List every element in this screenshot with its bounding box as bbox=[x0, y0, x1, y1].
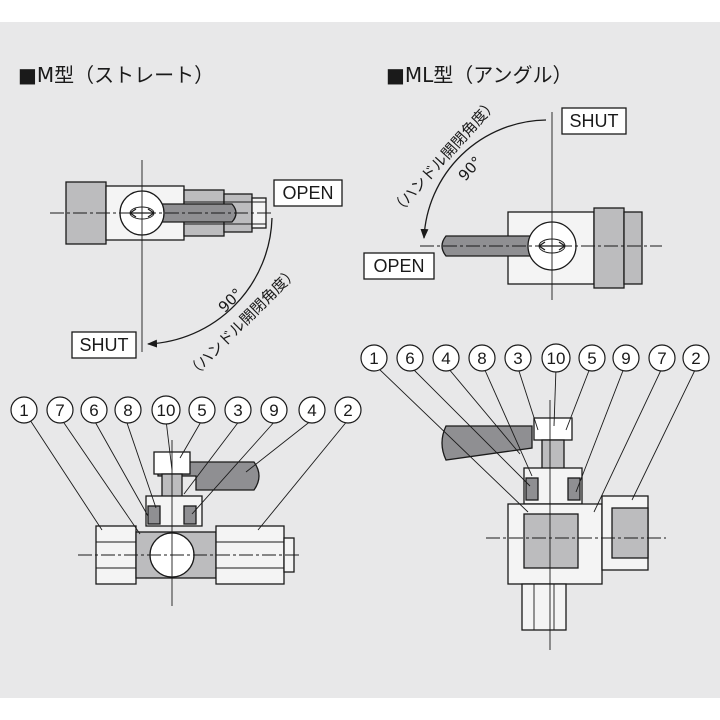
ml-type-section-view bbox=[441, 400, 666, 650]
ml-part-number: 6 bbox=[405, 349, 414, 368]
ml-type-top-view bbox=[420, 112, 662, 300]
ml-part-number: 8 bbox=[477, 349, 486, 368]
ml-open-label-box bbox=[363, 252, 435, 280]
m-shut-label-box bbox=[71, 331, 137, 359]
m-open-label-box bbox=[273, 179, 343, 207]
ml-part-number: 4 bbox=[441, 349, 450, 368]
ml-open-label: OPEN bbox=[373, 256, 424, 276]
m-angle-caption: （ハンドル開閉角度） bbox=[183, 263, 302, 382]
m-part-number: 10 bbox=[157, 401, 176, 420]
ml-part-number: 5 bbox=[587, 349, 596, 368]
ml-part-number: 2 bbox=[691, 349, 700, 368]
m-shut-label: SHUT bbox=[80, 335, 129, 355]
ml-section-bottom-port bbox=[521, 583, 567, 631]
m-part-number: 3 bbox=[233, 401, 242, 420]
m-type-section-view bbox=[78, 440, 300, 606]
m-part-number: 7 bbox=[55, 401, 64, 420]
m-leader-lines bbox=[29, 419, 349, 535]
m-part-numbers: 1 7 6 8 10 5 3 9 4 2 bbox=[10, 395, 362, 425]
m-type-top-view bbox=[50, 160, 272, 352]
m-part-number: 8 bbox=[123, 401, 132, 420]
ml-type-title: ■ML型（アングル） bbox=[386, 63, 573, 87]
ml-part-number: 9 bbox=[621, 349, 630, 368]
ml-part-number: 3 bbox=[513, 349, 522, 368]
ml-part-numbers: 1 6 4 8 3 10 5 9 7 2 bbox=[360, 343, 710, 373]
ml-body-right-hex bbox=[593, 207, 625, 289]
ml-angle-caption: （ハンドル開閉角度） bbox=[387, 95, 501, 219]
m-part-number: 6 bbox=[89, 401, 98, 420]
m-part-number: 2 bbox=[343, 401, 352, 420]
m-part-number: 1 bbox=[19, 401, 28, 420]
m-part-number: 9 bbox=[269, 401, 278, 420]
ml-direction-arrow-icon bbox=[538, 241, 566, 251]
m-rotation-arc bbox=[147, 217, 273, 348]
ml-shut-label: SHUT bbox=[570, 111, 619, 131]
ml-rotation-arc bbox=[420, 119, 547, 239]
ml-part-number: 7 bbox=[657, 349, 666, 368]
m-direction-arrow-icon bbox=[129, 208, 155, 218]
m-type-title: ■M型（ストレート） bbox=[18, 63, 214, 87]
m-part-number: 5 bbox=[197, 401, 206, 420]
ml-shut-label-box bbox=[561, 107, 627, 135]
m-part-number: 4 bbox=[307, 401, 316, 420]
ml-leader-lines bbox=[377, 367, 697, 513]
ml-part-number: 10 bbox=[547, 349, 566, 368]
m-open-label: OPEN bbox=[282, 183, 333, 203]
ml-part-number: 1 bbox=[369, 349, 378, 368]
